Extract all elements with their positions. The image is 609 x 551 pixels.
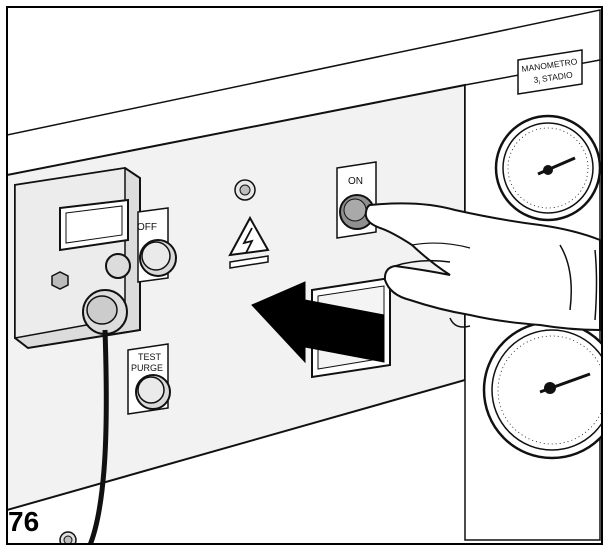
test-purge-button[interactable]: [127, 343, 171, 415]
figure-number: 76: [8, 506, 40, 537]
on-button[interactable]: [336, 161, 377, 239]
manometer-label-line2: 3i STADIO: [533, 70, 574, 87]
high-voltage-warning-icon: [228, 215, 270, 269]
indicator-lamp-icon: [234, 179, 256, 201]
manometer-label-plate: [517, 49, 583, 95]
manometer-subscript: i: [538, 80, 540, 86]
off-label: OFF: [137, 222, 157, 233]
figure-frame: [6, 6, 603, 545]
pressure-gauge-icon: [494, 114, 602, 222]
manometer-number: 3: [533, 74, 539, 85]
arrow-icon: [251, 281, 385, 364]
test-purge-label-line2: PURGE: [131, 363, 163, 373]
control-box: [14, 166, 141, 350]
test-purge-label-line1: TEST: [138, 352, 162, 362]
on-label: ON: [348, 176, 363, 187]
bottom-nut: [59, 531, 77, 544]
hand-icon: [364, 202, 601, 332]
off-button[interactable]: [137, 207, 177, 283]
manometer-stage: STADIO: [539, 70, 574, 85]
cable-icon: [87, 329, 109, 544]
pressure-gauge-icon: [482, 320, 602, 460]
